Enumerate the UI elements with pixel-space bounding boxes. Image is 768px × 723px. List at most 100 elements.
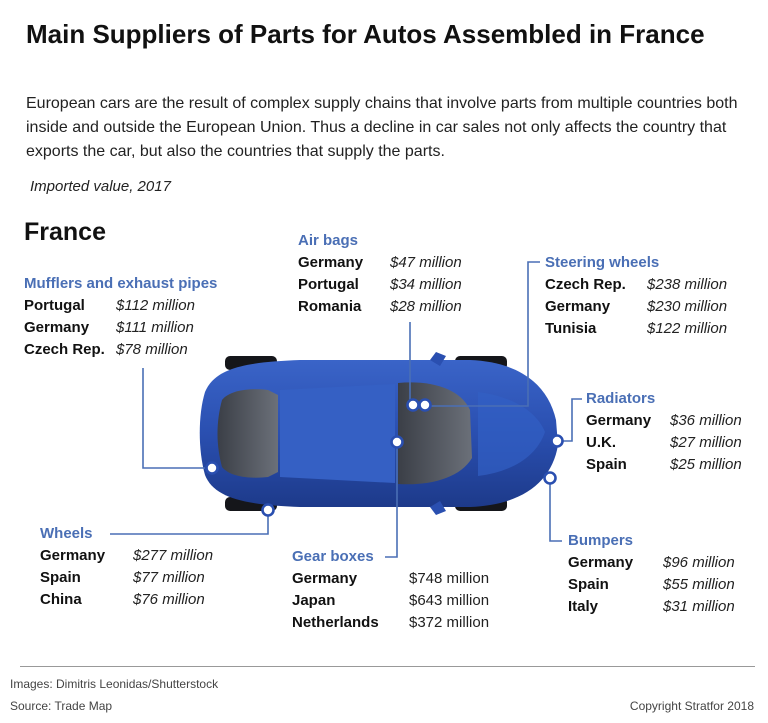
table-row: Germany $230 million [545,296,727,318]
table-row: Tunisia $122 million [545,318,727,340]
country-name: Spain [40,569,81,586]
wheels-leader-line [110,512,269,535]
gearboxes-group: Gear boxes Germany $748 million Japan $643… [292,546,489,634]
hood [478,392,545,476]
country-name: Spain [586,456,627,473]
wheels-group: Wheels Germany $277 million Spain $77 mill… [40,523,213,611]
table-row: Portugal $112 million [24,295,195,317]
country-name: Czech Rep. [24,341,105,358]
windshield [398,382,472,485]
country-name: Netherlands [292,614,379,631]
copyright: Copyright Stratfor 2018 [629,699,754,713]
airbags-title: Air bags [298,232,359,249]
steering-marker [418,398,432,412]
table-row: Germany $748 million [292,568,489,590]
country-name: Portugal [298,276,359,293]
import-value: $77 million [133,569,205,586]
country-name: Germany [545,298,611,315]
page-title: Main Suppliers of Parts for Autos Assemb… [26,19,705,49]
bumpers-group: Bumpers Germany $96 million Spain $55 mill… [568,530,735,618]
bumpers-marker [543,471,557,485]
import-value: $47 million [390,254,462,271]
table-row: U.K.$27 million [586,432,742,454]
wheels-title: Wheels [40,525,93,542]
source-note: Source: Trade Map [10,699,113,713]
table-row: Spain $77 million [40,567,213,589]
table-row: Portugal $34 million [298,274,462,296]
gearboxes-leader-line [385,446,398,558]
wheels-marker [261,503,275,517]
table-row: Germany $36 million [586,410,742,432]
table-row: Spain $25 million [586,454,742,476]
import-value: $76 million [133,591,205,608]
steering-title: Steering wheels [545,254,660,271]
gearboxes-marker [390,435,404,449]
country-name: Italy [568,598,599,615]
import-value: $122 million [647,320,728,337]
import-value: $230 million [647,298,728,315]
images-credit: Images: Dimitris Leonidas/Shutterstock [10,677,219,691]
country-name: Germany [292,570,358,587]
import-value: $372 million [409,614,490,631]
country-name: Germany [298,254,364,271]
import-value: $96 million [663,554,735,571]
steering-leader-line [430,261,540,407]
table-row: Germany $277 million [40,545,213,567]
import-value: $111 million [116,319,194,336]
table-row: Germany $96 million [568,552,735,574]
import-value: $277 million [133,547,214,564]
table-row: Czech Rep. $238 million [545,274,727,296]
import-value: $25 million [670,456,742,473]
radiators-leader-line [563,398,582,442]
radiators-title: Radiators [586,390,656,407]
country-name: Romania [298,298,362,315]
country-name: Czech Rep. [545,276,626,293]
mufflers-marker [205,461,219,475]
import-value: $55 million [663,576,735,593]
unit-note: Imported value, 2017 [30,178,171,195]
country-name: Tunisia [545,320,597,337]
roof [280,384,395,483]
radiators-group: Radiators Germany $36 million U.K.$27 mil… [586,388,742,476]
import-value: $112 million [116,297,195,314]
table-row: Czech Rep.$78 million [24,339,195,361]
page-subtitle: European cars are the result of complex … [26,95,738,160]
steering-group: Steering wheels Czech Rep. $238 million G… [545,252,727,340]
mufflers-leader-line [142,368,205,469]
import-value: $31 million [663,598,735,615]
radiators-marker [550,434,564,448]
table-row: Germany$111 million [24,317,195,339]
country-name: Germany [40,547,106,564]
country-name: Japan [292,592,336,609]
mufflers-group: Mufflers and exhaust pipes Portugal $112 … [24,273,217,361]
country-name: Germany [568,554,634,571]
import-value: $643 million [409,592,490,609]
import-value: $238 million [647,276,728,293]
import-value: $748 million [409,570,490,587]
table-row: Italy $31 million [568,596,735,618]
footer-divider [20,666,755,667]
table-row: Netherlands $372 million [292,612,489,634]
table-row: Spain $55 million [568,574,735,596]
import-value: $28 million [390,298,462,315]
import-value: $27 million [670,434,742,451]
country-name: Portugal [24,297,85,314]
mufflers-title: Mufflers and exhaust pipes [24,275,218,292]
mirror-right [430,501,446,515]
country-name: China [40,591,82,608]
country-heading: France [24,218,106,246]
table-row: China $76 million [40,589,213,611]
table-row: Germany $47 million [298,252,462,274]
country-name: Spain [568,576,609,593]
country-name: Germany [586,412,652,429]
bumpers-leader-line [549,480,562,542]
airbags-group: Air bags Germany $47 million Portugal $34 … [298,230,462,318]
import-value: $34 million [390,276,462,293]
bumpers-title: Bumpers [568,532,634,549]
import-value: $36 million [670,412,742,429]
mirror-left [430,352,446,366]
rear-window [217,389,278,478]
gearboxes-title: Gear boxes [292,548,374,565]
table-row: Romania $28 million [298,296,462,318]
